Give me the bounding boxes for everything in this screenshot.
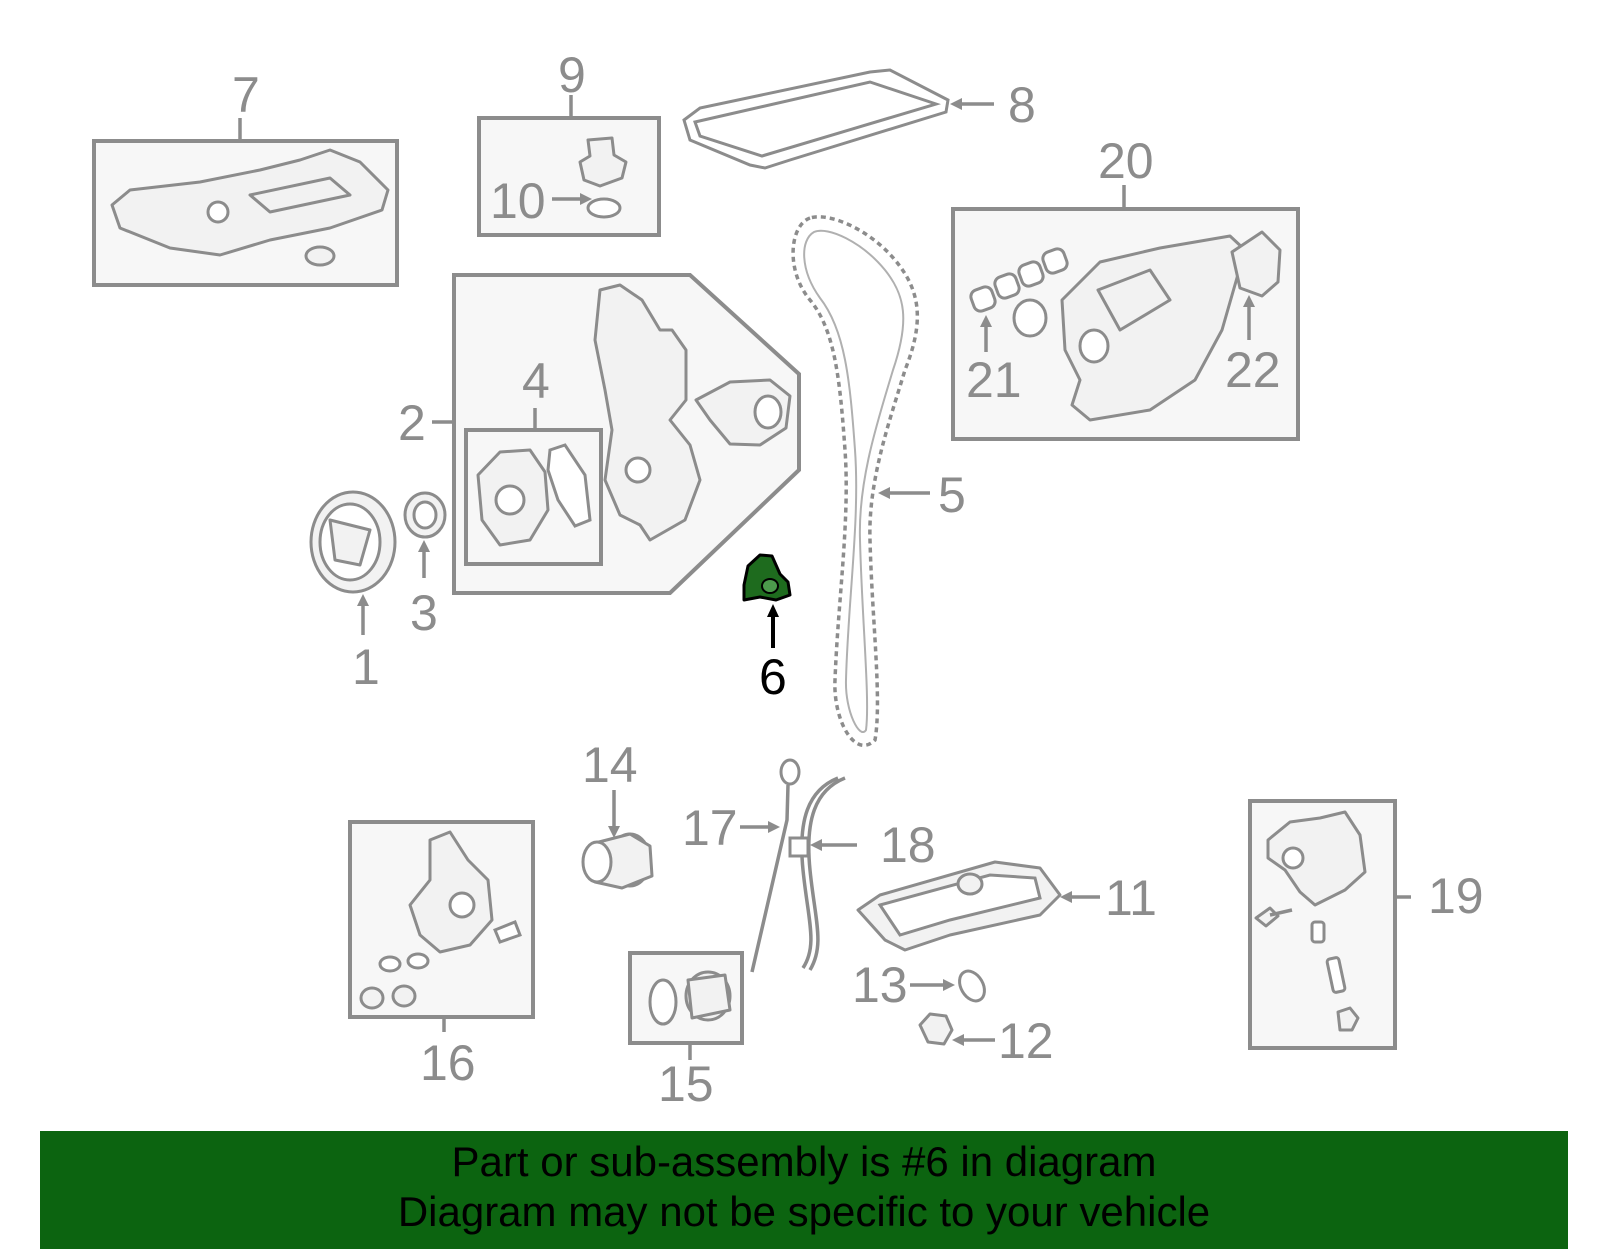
part-19-pump-assembly[interactable] (1248, 799, 1411, 1050)
engine-parts-diagram: 7 9 10 8 20 21 22 4 2 5 1 3 6 14 17 18 1… (92, 47, 1484, 1112)
part-14-oil-filter[interactable] (581, 790, 654, 890)
part-1-crank-pulley[interactable] (309, 490, 397, 635)
label-part-3: 3 (410, 585, 438, 641)
label-part-9: 9 (558, 47, 586, 103)
label-part-1: 1 (352, 639, 380, 695)
label-part-6: 6 (759, 649, 787, 705)
label-part-2: 2 (398, 395, 426, 451)
part-4-water-pump[interactable] (464, 408, 603, 566)
part-5-timing-chain[interactable] (791, 215, 930, 748)
label-part-7: 7 (232, 67, 260, 123)
part-13-gasket[interactable] (910, 967, 990, 1006)
part-18-dipstick-tube[interactable] (788, 776, 857, 971)
part-22-cover[interactable] (1230, 230, 1282, 340)
label-part-10: 10 (490, 173, 546, 229)
part-12-drain-plug[interactable] (918, 1012, 995, 1046)
label-part-5: 5 (938, 467, 966, 523)
info-banner: Part or sub-assembly is #6 in diagram Di… (40, 1131, 1568, 1249)
part-15-filter-element[interactable] (628, 951, 744, 1060)
banner-line-part-note: Part or sub-assembly is #6 in diagram (451, 1138, 1157, 1185)
part-17-dipstick[interactable] (740, 758, 801, 973)
part-7-valve-cover[interactable] (92, 118, 399, 287)
label-part-11: 11 (1105, 870, 1157, 926)
label-part-8: 8 (1008, 77, 1036, 133)
part-20-intake-manifold[interactable] (951, 185, 1300, 441)
part-10-leader (552, 193, 592, 205)
label-part-17: 17 (682, 800, 738, 856)
banner-line-disclaimer: Diagram may not be specific to your vehi… (397, 1188, 1211, 1235)
part-21-gaskets[interactable] (969, 247, 1069, 352)
label-part-19: 19 (1428, 868, 1484, 924)
label-part-4: 4 (522, 353, 550, 409)
label-part-20: 20 (1098, 133, 1154, 189)
part-3-seal[interactable] (403, 491, 447, 578)
label-part-13: 13 (852, 957, 908, 1013)
label-part-22: 22 (1225, 342, 1281, 398)
label-part-21: 21 (966, 352, 1022, 408)
label-part-14: 14 (582, 737, 638, 793)
part-8-gasket[interactable] (682, 68, 994, 170)
part-6-chain-tensioner[interactable] (742, 553, 792, 648)
label-part-12: 12 (998, 1013, 1054, 1069)
part-11-oil-pan[interactable] (856, 860, 1100, 952)
label-part-18: 18 (880, 817, 936, 873)
part-9-oil-filler-cap[interactable] (477, 95, 661, 237)
label-part-15: 15 (658, 1056, 714, 1112)
label-part-16: 16 (420, 1035, 476, 1091)
part-16-oil-pump[interactable] (348, 820, 535, 1032)
